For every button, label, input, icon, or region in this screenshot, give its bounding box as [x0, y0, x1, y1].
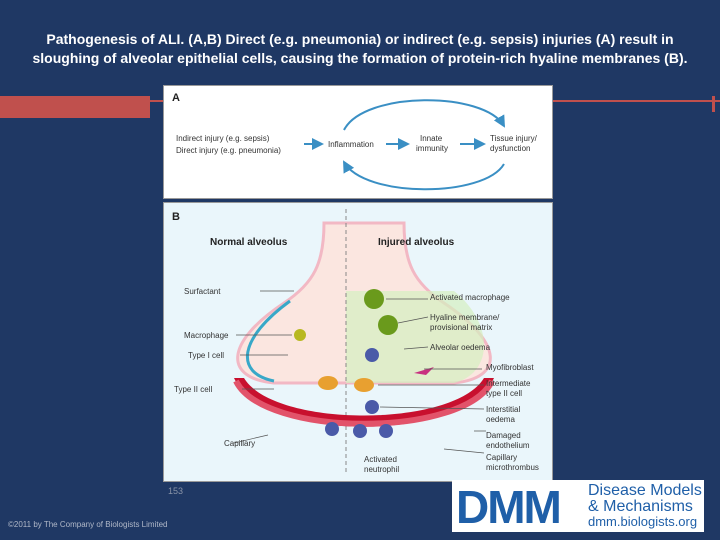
provisional-matrix-label: provisional matrix [430, 323, 492, 332]
slide-title: Pathogenesis of ALI. (A,B) Direct (e.g. … [20, 30, 700, 68]
macrophage-label: Macrophage [184, 331, 228, 340]
panel-a: A Indirect injury (e.g. sepsis) Direct i… [163, 85, 553, 199]
arrow-bottom-loop [344, 162, 504, 189]
type-i-cell-label: Type I cell [188, 351, 224, 360]
inflammation-label: Inflammation [328, 140, 374, 149]
innate-label-2: immunity [416, 144, 448, 153]
hyaline-membrane-label: Hyaline membrane/ [430, 313, 499, 322]
intermediate-label-1: Intermediate [486, 379, 530, 388]
intermediate-label-2: type II cell [486, 389, 522, 398]
logo-line-3: dmm.biologists.org [588, 514, 697, 529]
dmm-logo: DMM Disease Models & Mechanisms dmm.biol… [452, 480, 704, 532]
panel-b: B Normal alveolus Injured alveolus Surfa… [163, 202, 553, 482]
neutrophil [365, 348, 379, 362]
accent-mark [712, 96, 715, 112]
interstitial-label-1: Interstitial [486, 405, 520, 414]
damaged-label-2: endothelium [486, 441, 530, 450]
type-ii-cell [318, 376, 338, 390]
macrophage [294, 329, 306, 341]
type-ii-cell-label: Type II cell [174, 385, 212, 394]
myofibroblast-label: Myofibroblast [486, 363, 534, 372]
damaged-label-1: Damaged [486, 431, 521, 440]
activated-macrophage-label: Activated macrophage [430, 293, 510, 302]
arrow-top-loop [344, 100, 504, 130]
neutrophil-label-2: neutrophil [364, 465, 399, 474]
innate-label-1: Innate [420, 134, 442, 143]
microthrombus-label-2: microthrombus [486, 463, 539, 472]
neutrophil-label-1: Activated [364, 455, 397, 464]
panel-b-label: B [172, 211, 180, 223]
logo-dmm: DMM [456, 480, 560, 534]
tissue-label-2: dysfunction [490, 144, 530, 153]
capillary-label: Capillary [224, 439, 255, 448]
indirect-injury-label: Indirect injury (e.g. sepsis) [176, 134, 269, 143]
surfactant-label: Surfactant [184, 287, 220, 296]
normal-alveolus-heading: Normal alveolus [210, 237, 287, 248]
activated-macrophage [364, 289, 384, 309]
copyright: ©2011 by The Company of Biologists Limit… [8, 520, 167, 529]
interstitial-label-2: oedema [486, 415, 515, 424]
slide-number: 153 [168, 486, 183, 496]
tissue-label-1: Tissue injury/ [490, 134, 537, 143]
alveolar-oedema-label: Alveolar oedema [430, 343, 490, 352]
injured-alveolus-heading: Injured alveolus [378, 237, 454, 248]
microthrombus-label-1: Capillary [486, 453, 517, 462]
direct-injury-label: Direct injury (e.g. pneumonia) [176, 146, 281, 155]
